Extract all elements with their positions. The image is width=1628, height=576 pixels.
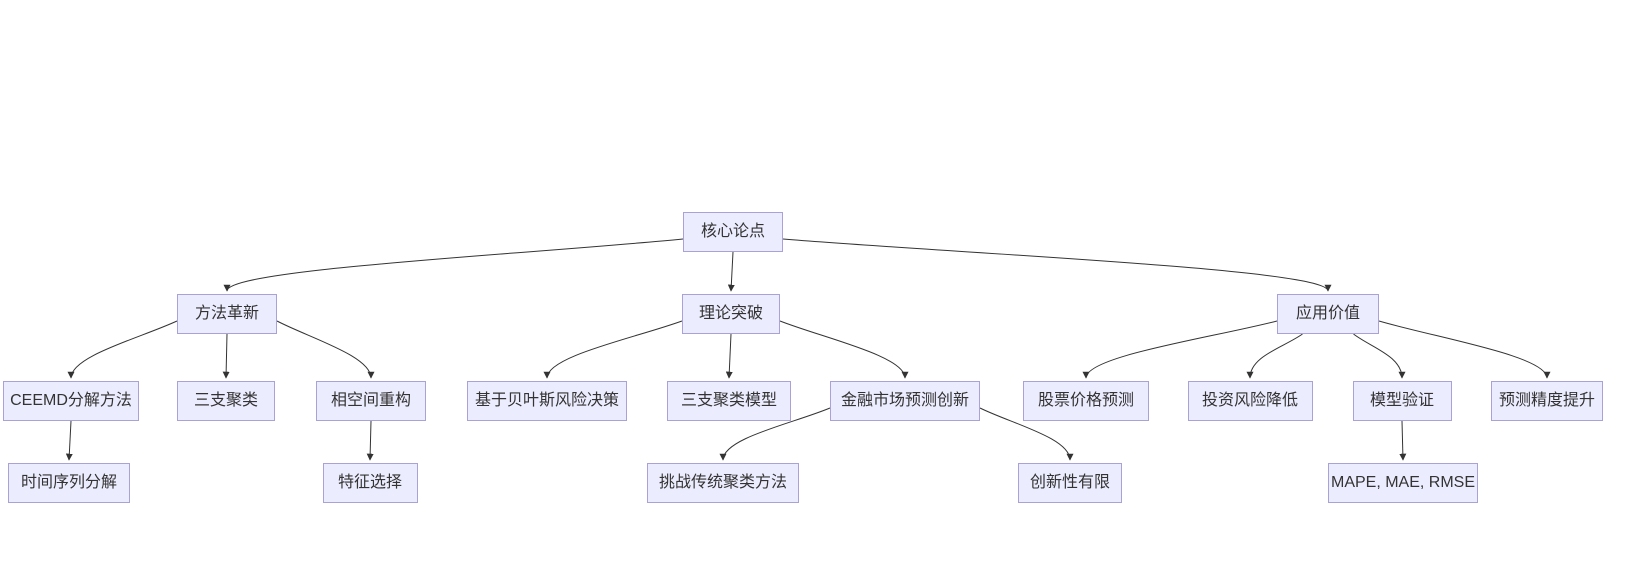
node-market-innovation: 金融市场预测创新 <box>830 381 980 421</box>
edge-application-to-model-validation <box>1353 333 1406 379</box>
edge-ceemd-to-time-series-decomposition <box>65 420 73 461</box>
edge-method-to-phase-space <box>276 320 375 379</box>
edge-model-validation-to-metrics <box>1399 420 1407 461</box>
node-challenge-traditional: 挑战传统聚类方法 <box>647 463 799 503</box>
edge-market-innovation-to-challenge-traditional <box>719 407 831 461</box>
node-limited-novelty: 创新性有限 <box>1018 463 1122 503</box>
node-feature-selection: 特征选择 <box>322 463 418 503</box>
node-metrics: MAPE, MAE, RMSE <box>1328 463 1478 503</box>
edge-application-to-stock-prediction <box>1082 320 1278 379</box>
edge-application-to-precision-improvement <box>1378 320 1551 379</box>
edge-phase-space-to-feature-selection <box>366 420 374 461</box>
edge-theory-to-market-innovation <box>779 320 909 379</box>
edge-core-to-theory <box>727 251 735 292</box>
node-model-validation: 模型验证 <box>1352 381 1452 421</box>
node-method: 方法革新 <box>177 294 277 334</box>
node-precision-improvement: 预测精度提升 <box>1491 381 1603 421</box>
node-application: 应用价值 <box>1277 294 1379 334</box>
node-risk-reduction: 投资风险降低 <box>1187 381 1313 421</box>
edge-core-to-application <box>782 238 1332 292</box>
node-three-way-clustering: 三支聚类 <box>177 381 275 421</box>
node-core: 核心论点 <box>683 212 783 252</box>
edge-core-to-method <box>223 238 684 292</box>
node-stock-prediction: 股票价格预测 <box>1023 381 1149 421</box>
edge-method-to-ceemd <box>67 320 178 379</box>
node-time-series-decomposition: 时间序列分解 <box>8 463 130 503</box>
edge-theory-to-bayes-decision <box>543 320 683 379</box>
edge-method-to-three-way-clustering <box>222 333 230 379</box>
node-ceemd: CEEMD分解方法 <box>3 381 139 421</box>
node-bayes-decision: 基于贝叶斯风险决策 <box>467 381 627 421</box>
edge-group <box>65 238 1551 461</box>
edge-theory-to-twc-model <box>725 333 733 379</box>
edge-market-innovation-to-limited-novelty <box>979 407 1074 461</box>
edge-application-to-risk-reduction <box>1246 333 1303 379</box>
node-phase-space: 相空间重构 <box>316 381 426 421</box>
node-twc-model: 三支聚类模型 <box>667 381 791 421</box>
node-theory: 理论突破 <box>682 294 780 334</box>
